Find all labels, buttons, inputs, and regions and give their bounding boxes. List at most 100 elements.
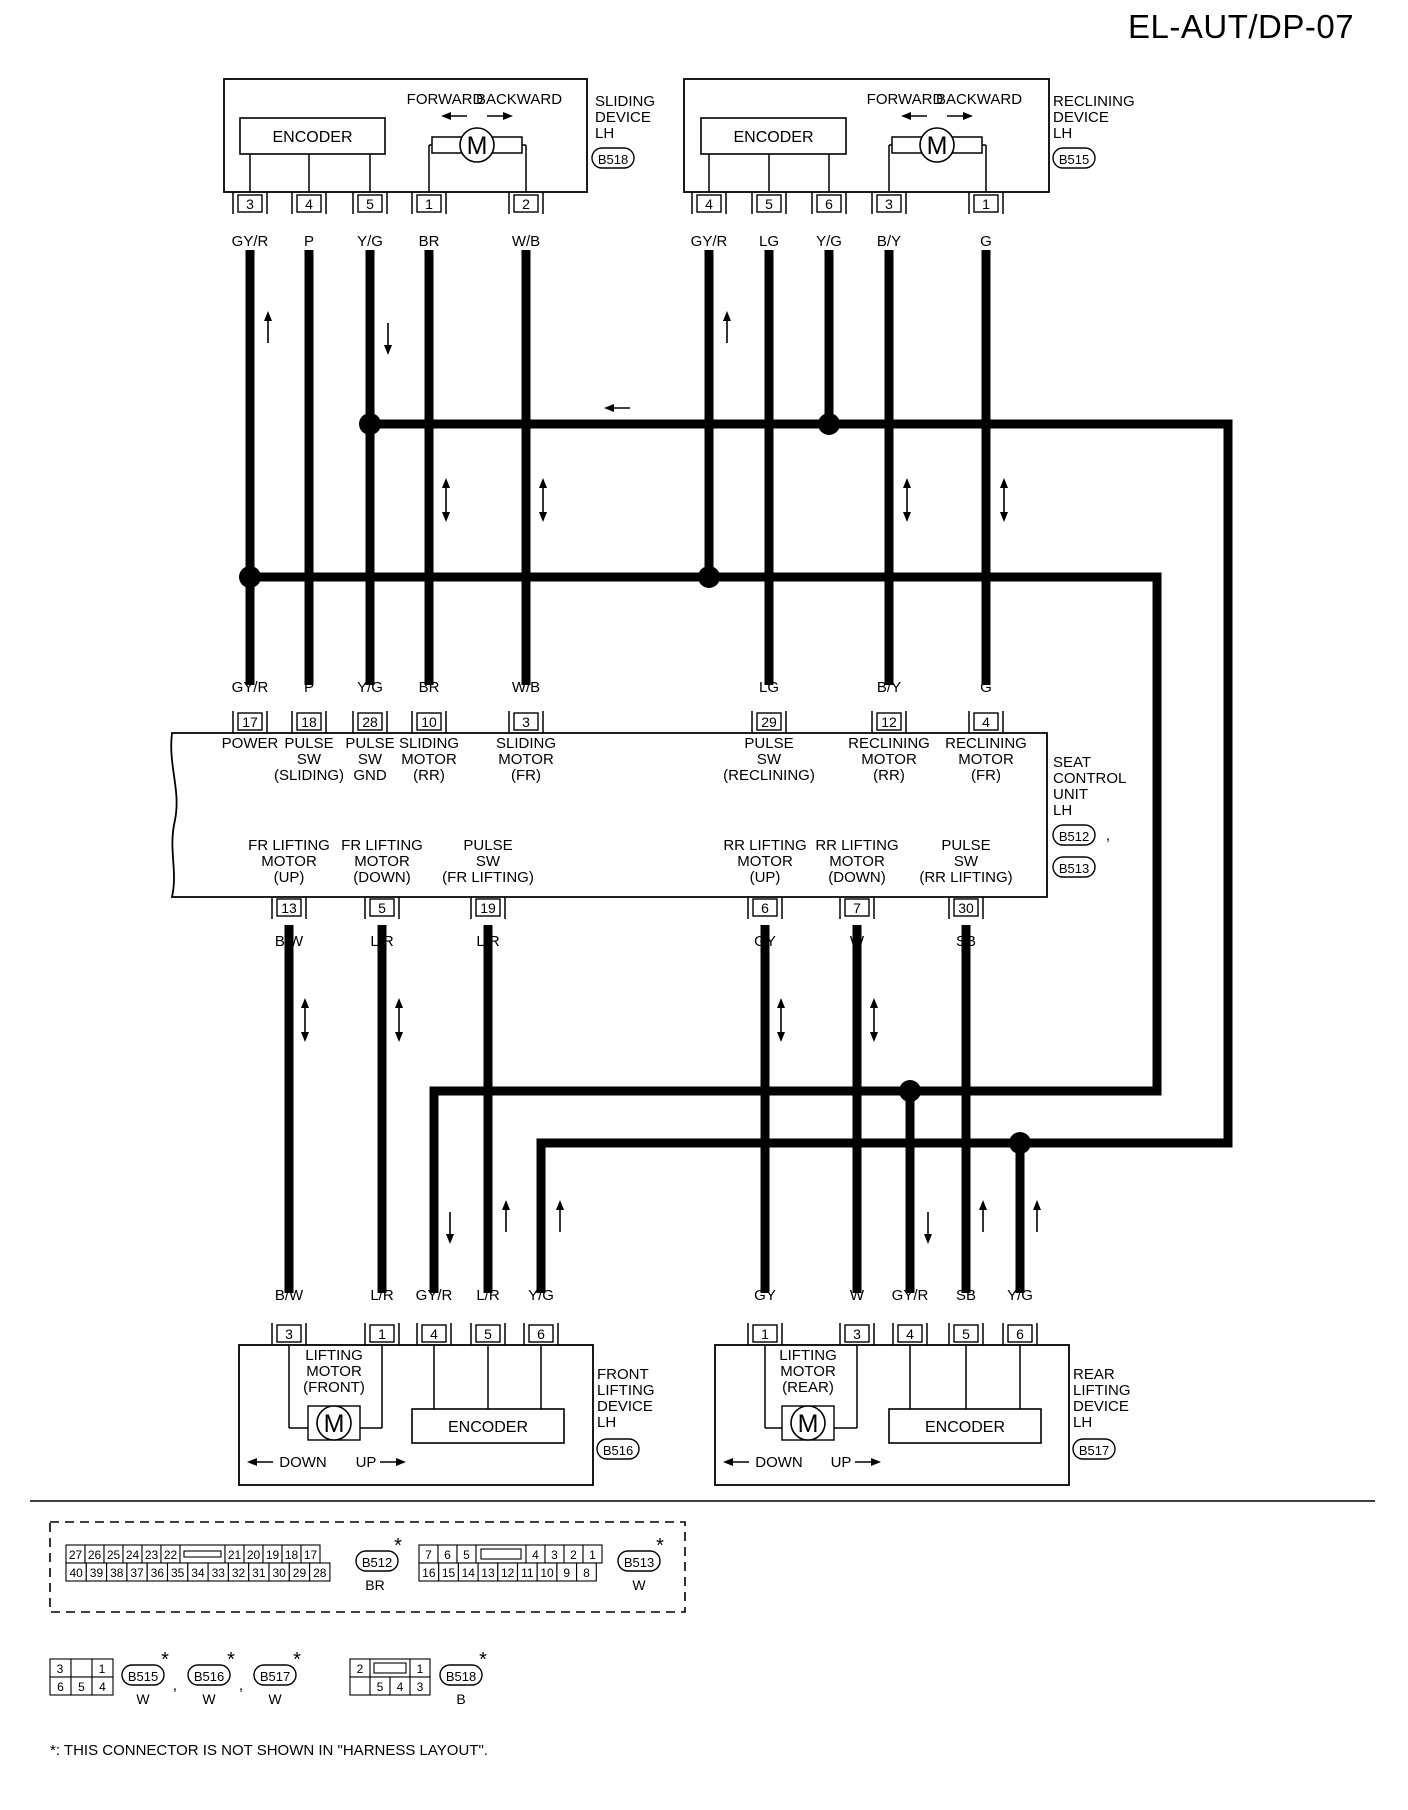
connector-cell [349, 1676, 371, 1696]
motor-letter: M [927, 132, 948, 160]
signal-arrow [441, 112, 467, 120]
cell-number: 23 [145, 1548, 159, 1562]
front-lifting-pin-4: 4 [416, 1323, 452, 1345]
connector-id-text: B516 [603, 1443, 633, 1458]
signal-arrow [723, 1458, 749, 1466]
rear-lifting-name: DEVICE [1073, 1398, 1129, 1415]
cell-number: 5 [377, 1680, 384, 1694]
pin-box [475, 898, 501, 917]
reclining-device-forward-label: FORWARD [867, 91, 944, 108]
wire-color-label: BR [419, 233, 440, 250]
scu-function-label: MOTOR [737, 853, 793, 870]
pin-number: 13 [281, 900, 297, 916]
sliding-device-backward-label: BACKWARD [476, 91, 562, 108]
sliding-device-pin-5: 5 [352, 192, 388, 214]
rear-lifting-pin-4: 4 [892, 1323, 928, 1345]
legend-dashed-frame [49, 1521, 686, 1613]
signal-arrow [539, 478, 547, 522]
pin-number: 5 [366, 196, 374, 212]
front-lifting-name: LIFTING [597, 1382, 655, 1399]
pin-box [276, 1324, 302, 1343]
wire-yg-bus [370, 419, 1233, 1148]
pin-number: 3 [246, 196, 254, 212]
reclining-device-pin-6: 6 [811, 192, 847, 214]
pin-box [953, 898, 979, 917]
wire-color-label: B/W [275, 933, 304, 950]
pin-number: 4 [430, 1326, 438, 1342]
signal-arrow [442, 478, 450, 522]
pin-box [752, 1324, 778, 1343]
signal-arrow [1033, 1200, 1041, 1232]
scu-pin-13: 13 [271, 897, 307, 919]
rear-lifting-motor-label: LIFTING [779, 1347, 837, 1364]
front-lifting-encoder-label: ENCODER [448, 1419, 528, 1436]
scu-function-label: RECLINING [848, 735, 930, 752]
scu-function-label: PULSE [941, 837, 990, 854]
pin-number: 4 [705, 196, 713, 212]
b518-id: B518 [439, 1664, 483, 1686]
connector-id-text: B518 [598, 152, 628, 167]
scu-pin-3: 3 [508, 711, 544, 733]
asterisk-mark: * [479, 1649, 487, 1671]
rear-lifting-encoder-label: ENCODER [925, 1419, 1005, 1436]
scu-function-label: PULSE [284, 735, 333, 752]
pin-box [973, 712, 999, 731]
connector-id-text: B513 [1059, 861, 1089, 876]
front-lifting-pin-3: 3 [271, 1323, 307, 1345]
cell-number: 4 [397, 1680, 404, 1694]
pin-number: 5 [962, 1326, 970, 1342]
wire-color-label: L/R [370, 933, 394, 950]
cell-number: 18 [285, 1548, 299, 1562]
cell-number: 3 [551, 1548, 558, 1562]
wire-color-label: W/B [512, 233, 540, 250]
pin-box [528, 1324, 554, 1343]
pin-box [844, 898, 870, 917]
signal-arrow [502, 1200, 510, 1232]
cell-number: 20 [247, 1548, 261, 1562]
separator: , [173, 1677, 177, 1694]
front-lifting-connector-id: B516 [596, 1438, 640, 1460]
scu-connector-b513: B513 [1052, 856, 1096, 878]
scu-name: SEAT [1053, 754, 1091, 771]
rear-lifting-down-label: DOWN [755, 1454, 803, 1471]
pin-box [369, 1324, 395, 1343]
scu-function-label: PULSE [744, 735, 793, 752]
cell-number: 14 [462, 1566, 476, 1580]
cell-number: 34 [191, 1566, 205, 1580]
junction-dot [239, 566, 261, 588]
scu-function-label: (FR) [971, 767, 1001, 784]
pin-box [357, 712, 383, 731]
sliding-device-pin-3: 3 [232, 192, 268, 214]
wires-layer [239, 250, 1233, 1293]
scu-pin-6: 6 [747, 897, 783, 919]
wire-color-label: Y/G [1007, 1287, 1033, 1304]
pin-box [876, 712, 902, 731]
front-lifting-encoder [411, 1408, 565, 1444]
sliding-device-box [223, 78, 588, 193]
pin-number: 28 [362, 714, 378, 730]
scu-function-label: MOTOR [861, 751, 917, 768]
cell-number: 3 [57, 1662, 64, 1676]
b518-color: B [456, 1691, 465, 1707]
cell-number: 1 [99, 1662, 106, 1676]
cell-number: 26 [88, 1548, 102, 1562]
connector-id-text: B515 [1059, 152, 1089, 167]
pin-number: 1 [761, 1326, 769, 1342]
connector-id-text: B513 [624, 1555, 654, 1570]
scu-function-label: SW [476, 853, 501, 870]
rear-lifting-pin-3: 3 [839, 1323, 875, 1345]
connector-cell [70, 1658, 93, 1678]
front-lifting-pin-6: 6 [523, 1323, 559, 1345]
pin-number: 7 [853, 900, 861, 916]
reclining-device-pin-1: 1 [968, 192, 1004, 214]
pin-number: 30 [958, 900, 974, 916]
connector-cell [409, 1676, 431, 1696]
reclining-device-encoder-label: ENCODER [733, 129, 813, 146]
connector-cell [309, 1562, 331, 1582]
pin-number: 5 [378, 900, 386, 916]
scu-function-label: (RR) [873, 767, 905, 784]
rear-lifting-pin-6: 6 [1002, 1323, 1038, 1345]
wire-gyr-front [429, 1086, 910, 1293]
front-lifting-name: LH [597, 1414, 616, 1431]
rear-lifting-motor-icon: M [790, 1405, 826, 1441]
